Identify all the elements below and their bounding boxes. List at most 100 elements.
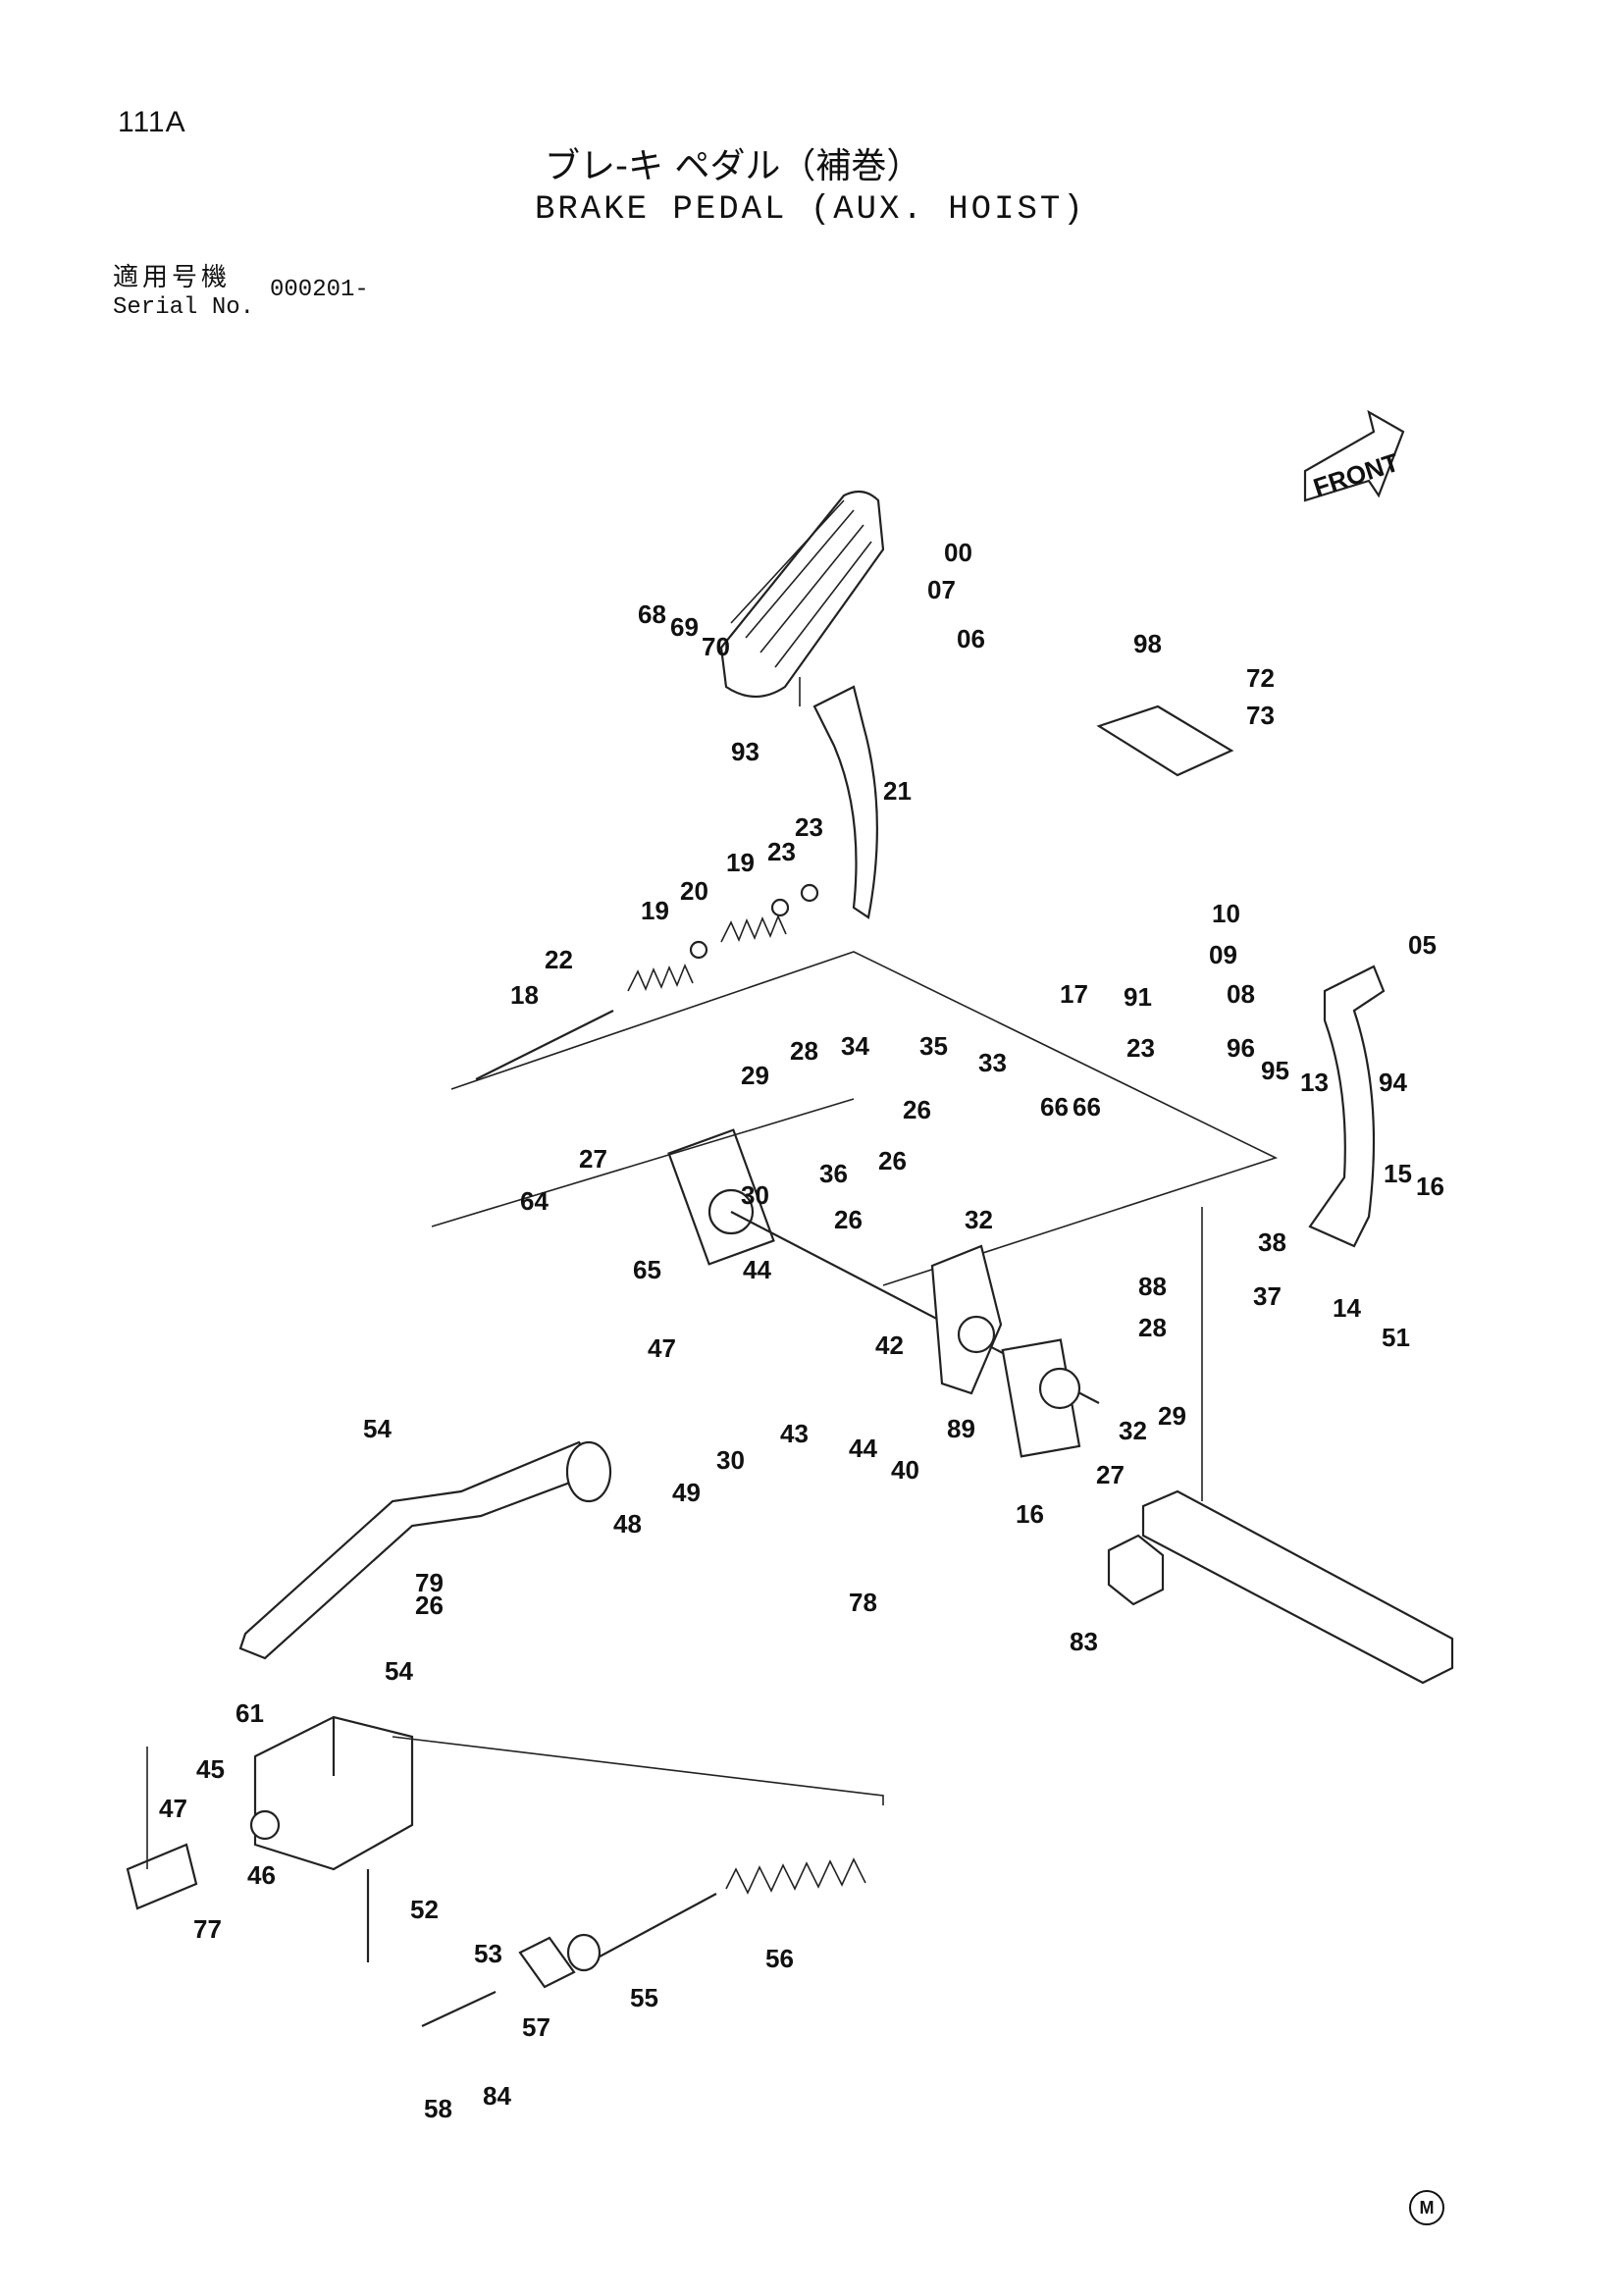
part-label: 55 — [630, 1983, 658, 2012]
part-label: 44 — [849, 1434, 877, 1463]
part-label: 26 — [415, 1591, 444, 1620]
part-label: 46 — [247, 1860, 276, 1890]
part-label: 23 — [767, 837, 796, 866]
part-label: 48 — [613, 1509, 642, 1539]
part-label: 28 — [790, 1036, 818, 1066]
part-label: 78 — [849, 1588, 877, 1617]
part-label: 68 — [638, 600, 666, 629]
part-label: 96 — [1227, 1033, 1255, 1063]
part-label: 72 — [1246, 663, 1275, 693]
part-label: 28 — [1138, 1313, 1167, 1342]
part-label: 47 — [159, 1794, 187, 1823]
part-label: 06 — [957, 624, 985, 653]
part-label: 26 — [834, 1205, 863, 1234]
part-label: 84 — [483, 2081, 511, 2111]
pedal-arm-part — [812, 685, 878, 919]
part-label: 89 — [947, 1414, 975, 1443]
part-label: 42 — [875, 1331, 904, 1360]
part-label: 37 — [1253, 1281, 1282, 1311]
part-label: 66 — [1040, 1092, 1069, 1122]
part-label: 30 — [741, 1180, 769, 1210]
part-label: 57 — [522, 2012, 550, 2042]
part-label: 88 — [1138, 1272, 1167, 1301]
part-label: 65 — [633, 1255, 661, 1284]
part-label: 22 — [545, 945, 573, 974]
part-label: 40 — [891, 1455, 919, 1485]
part-label: 35 — [919, 1031, 948, 1061]
part-label: 27 — [1096, 1460, 1125, 1489]
part-label: 91 — [1124, 982, 1152, 1012]
part-label: 19 — [641, 896, 669, 925]
part-label: 34 — [841, 1031, 869, 1061]
part-label: 66 — [1073, 1092, 1101, 1122]
part-label: 38 — [1258, 1227, 1286, 1257]
part-label: 10 — [1212, 899, 1240, 928]
part-label: 18 — [510, 980, 539, 1010]
part-label: 51 — [1382, 1323, 1410, 1352]
part-label: 07 — [927, 575, 956, 604]
serial-number-value: 000201- — [270, 277, 369, 303]
part-label: 15 — [1384, 1159, 1412, 1188]
part-label: 20 — [680, 876, 708, 906]
part-label: 83 — [1070, 1627, 1098, 1656]
part-label: 98 — [1133, 629, 1162, 658]
part-label: 16 — [1416, 1172, 1444, 1201]
part-label: 13 — [1300, 1068, 1329, 1097]
bracket-plate-part — [1096, 704, 1234, 777]
part-label: 29 — [1158, 1401, 1186, 1431]
part-label: 69 — [670, 612, 699, 642]
part-label: 09 — [1209, 940, 1237, 969]
lever-94-part — [1308, 965, 1386, 1248]
part-label: 73 — [1246, 701, 1275, 730]
page-number: 111A — [118, 106, 186, 138]
part-label: 47 — [648, 1333, 676, 1363]
part-label: 05 — [1408, 930, 1437, 960]
serial-label-english: Serial No. — [113, 294, 255, 321]
part-label: 33 — [978, 1048, 1007, 1077]
front-arrow-icon: FRONT — [1303, 409, 1405, 502]
part-label: 26 — [878, 1146, 907, 1175]
part-label: 23 — [795, 812, 823, 842]
part-label: 52 — [410, 1895, 439, 1924]
part-label: 19 — [726, 848, 755, 877]
footer-mark: M — [1409, 2190, 1444, 2225]
clevis-part — [126, 1843, 198, 1910]
part-label: 94 — [1379, 1068, 1407, 1097]
part-label: 53 — [474, 1939, 502, 1968]
part-label: 32 — [965, 1205, 993, 1234]
valve-block-part — [249, 1715, 414, 1871]
part-label: 27 — [579, 1144, 607, 1174]
part-label: 21 — [883, 776, 912, 806]
title-japanese: ブレ-キ ペダル（補巻） — [545, 146, 922, 186]
part-label: 79 — [415, 1568, 444, 1597]
part-label: 58 — [424, 2094, 452, 2123]
rod-and-springs — [475, 883, 819, 1080]
spring-rod-part — [518, 1857, 866, 1989]
part-label: 00 — [944, 538, 972, 567]
pedal-pad-part — [719, 490, 885, 706]
part-label: 61 — [236, 1698, 264, 1728]
part-label: 93 — [731, 737, 759, 766]
serial-label-japanese: 適用号機 — [113, 263, 232, 292]
part-label: 16 — [1016, 1499, 1044, 1529]
part-label: 14 — [1333, 1293, 1361, 1323]
part-label: 26 — [903, 1095, 931, 1124]
shaft-assembly — [667, 1128, 1100, 1458]
part-label: 77 — [193, 1914, 222, 1944]
part-label: 32 — [1119, 1416, 1147, 1445]
part-label: 64 — [520, 1186, 549, 1216]
part-label: 54 — [385, 1656, 413, 1686]
bolt-57-part — [421, 1991, 497, 2027]
part-label: 70 — [702, 632, 730, 661]
part-label: 36 — [819, 1159, 848, 1188]
part-label: 29 — [741, 1061, 769, 1090]
part-label: 95 — [1261, 1056, 1289, 1085]
pedal-arm-51-part — [238, 1440, 601, 1660]
part-label: 44 — [743, 1255, 771, 1284]
part-label: 23 — [1126, 1033, 1155, 1063]
part-label: 56 — [765, 1944, 794, 1973]
part-label: 54 — [363, 1414, 392, 1443]
frame-outline — [450, 951, 1279, 1286]
